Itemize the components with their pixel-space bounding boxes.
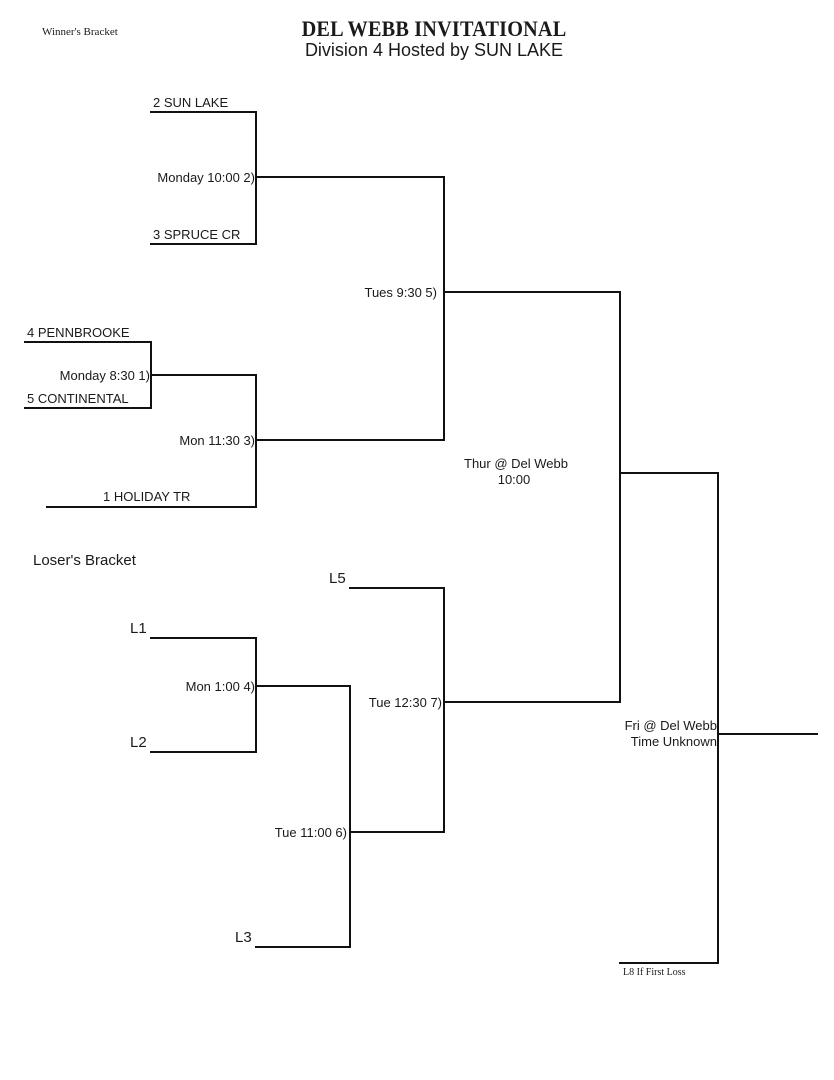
- game-6-label: Tue 11:00 6): [274, 825, 347, 840]
- team-continental: 5 CONTINENTAL: [27, 391, 129, 406]
- championship-venue: Thur @ Del Webb: [464, 456, 568, 471]
- team-holiday-tr: 1 HOLIDAY TR: [103, 489, 191, 504]
- team-pennbrooke: 4 PENNBROOKE: [27, 325, 130, 340]
- game-4-label: Mon 1:00 4): [185, 679, 255, 694]
- if-game-time: Time Unknown: [630, 734, 717, 749]
- team-spruce-cr: 3 SPRUCE CR: [153, 227, 241, 242]
- championship-time: 10:00: [497, 472, 531, 487]
- page-subtitle: Division 4 Hosted by SUN LAKE: [304, 40, 564, 60]
- winners-bracket-label: Winner's Bracket: [42, 26, 118, 38]
- entry-l2: L2: [130, 734, 147, 751]
- game-7-label: Tue 12:30 7): [368, 695, 442, 710]
- game-2-label: Monday 10:00 2): [157, 170, 255, 185]
- entry-l5: L5: [329, 570, 346, 587]
- game-3-label: Mon 11:30 3): [179, 433, 255, 448]
- page-title: DEL WEBB INVITATIONAL: [301, 16, 567, 41]
- game-5-label: Tues 9:30 5): [364, 285, 437, 300]
- if-game-venue: Fri @ Del Webb: [624, 718, 717, 733]
- team-sun-lake: 2 SUN LAKE: [153, 95, 229, 110]
- entry-l1: L1: [130, 620, 147, 637]
- losers-bracket-heading: Loser's Bracket: [33, 552, 136, 569]
- game-1-label: Monday 8:30 1): [59, 368, 150, 383]
- entry-l3: L3: [235, 929, 252, 946]
- if-game-note: L8 If First Loss: [623, 967, 686, 978]
